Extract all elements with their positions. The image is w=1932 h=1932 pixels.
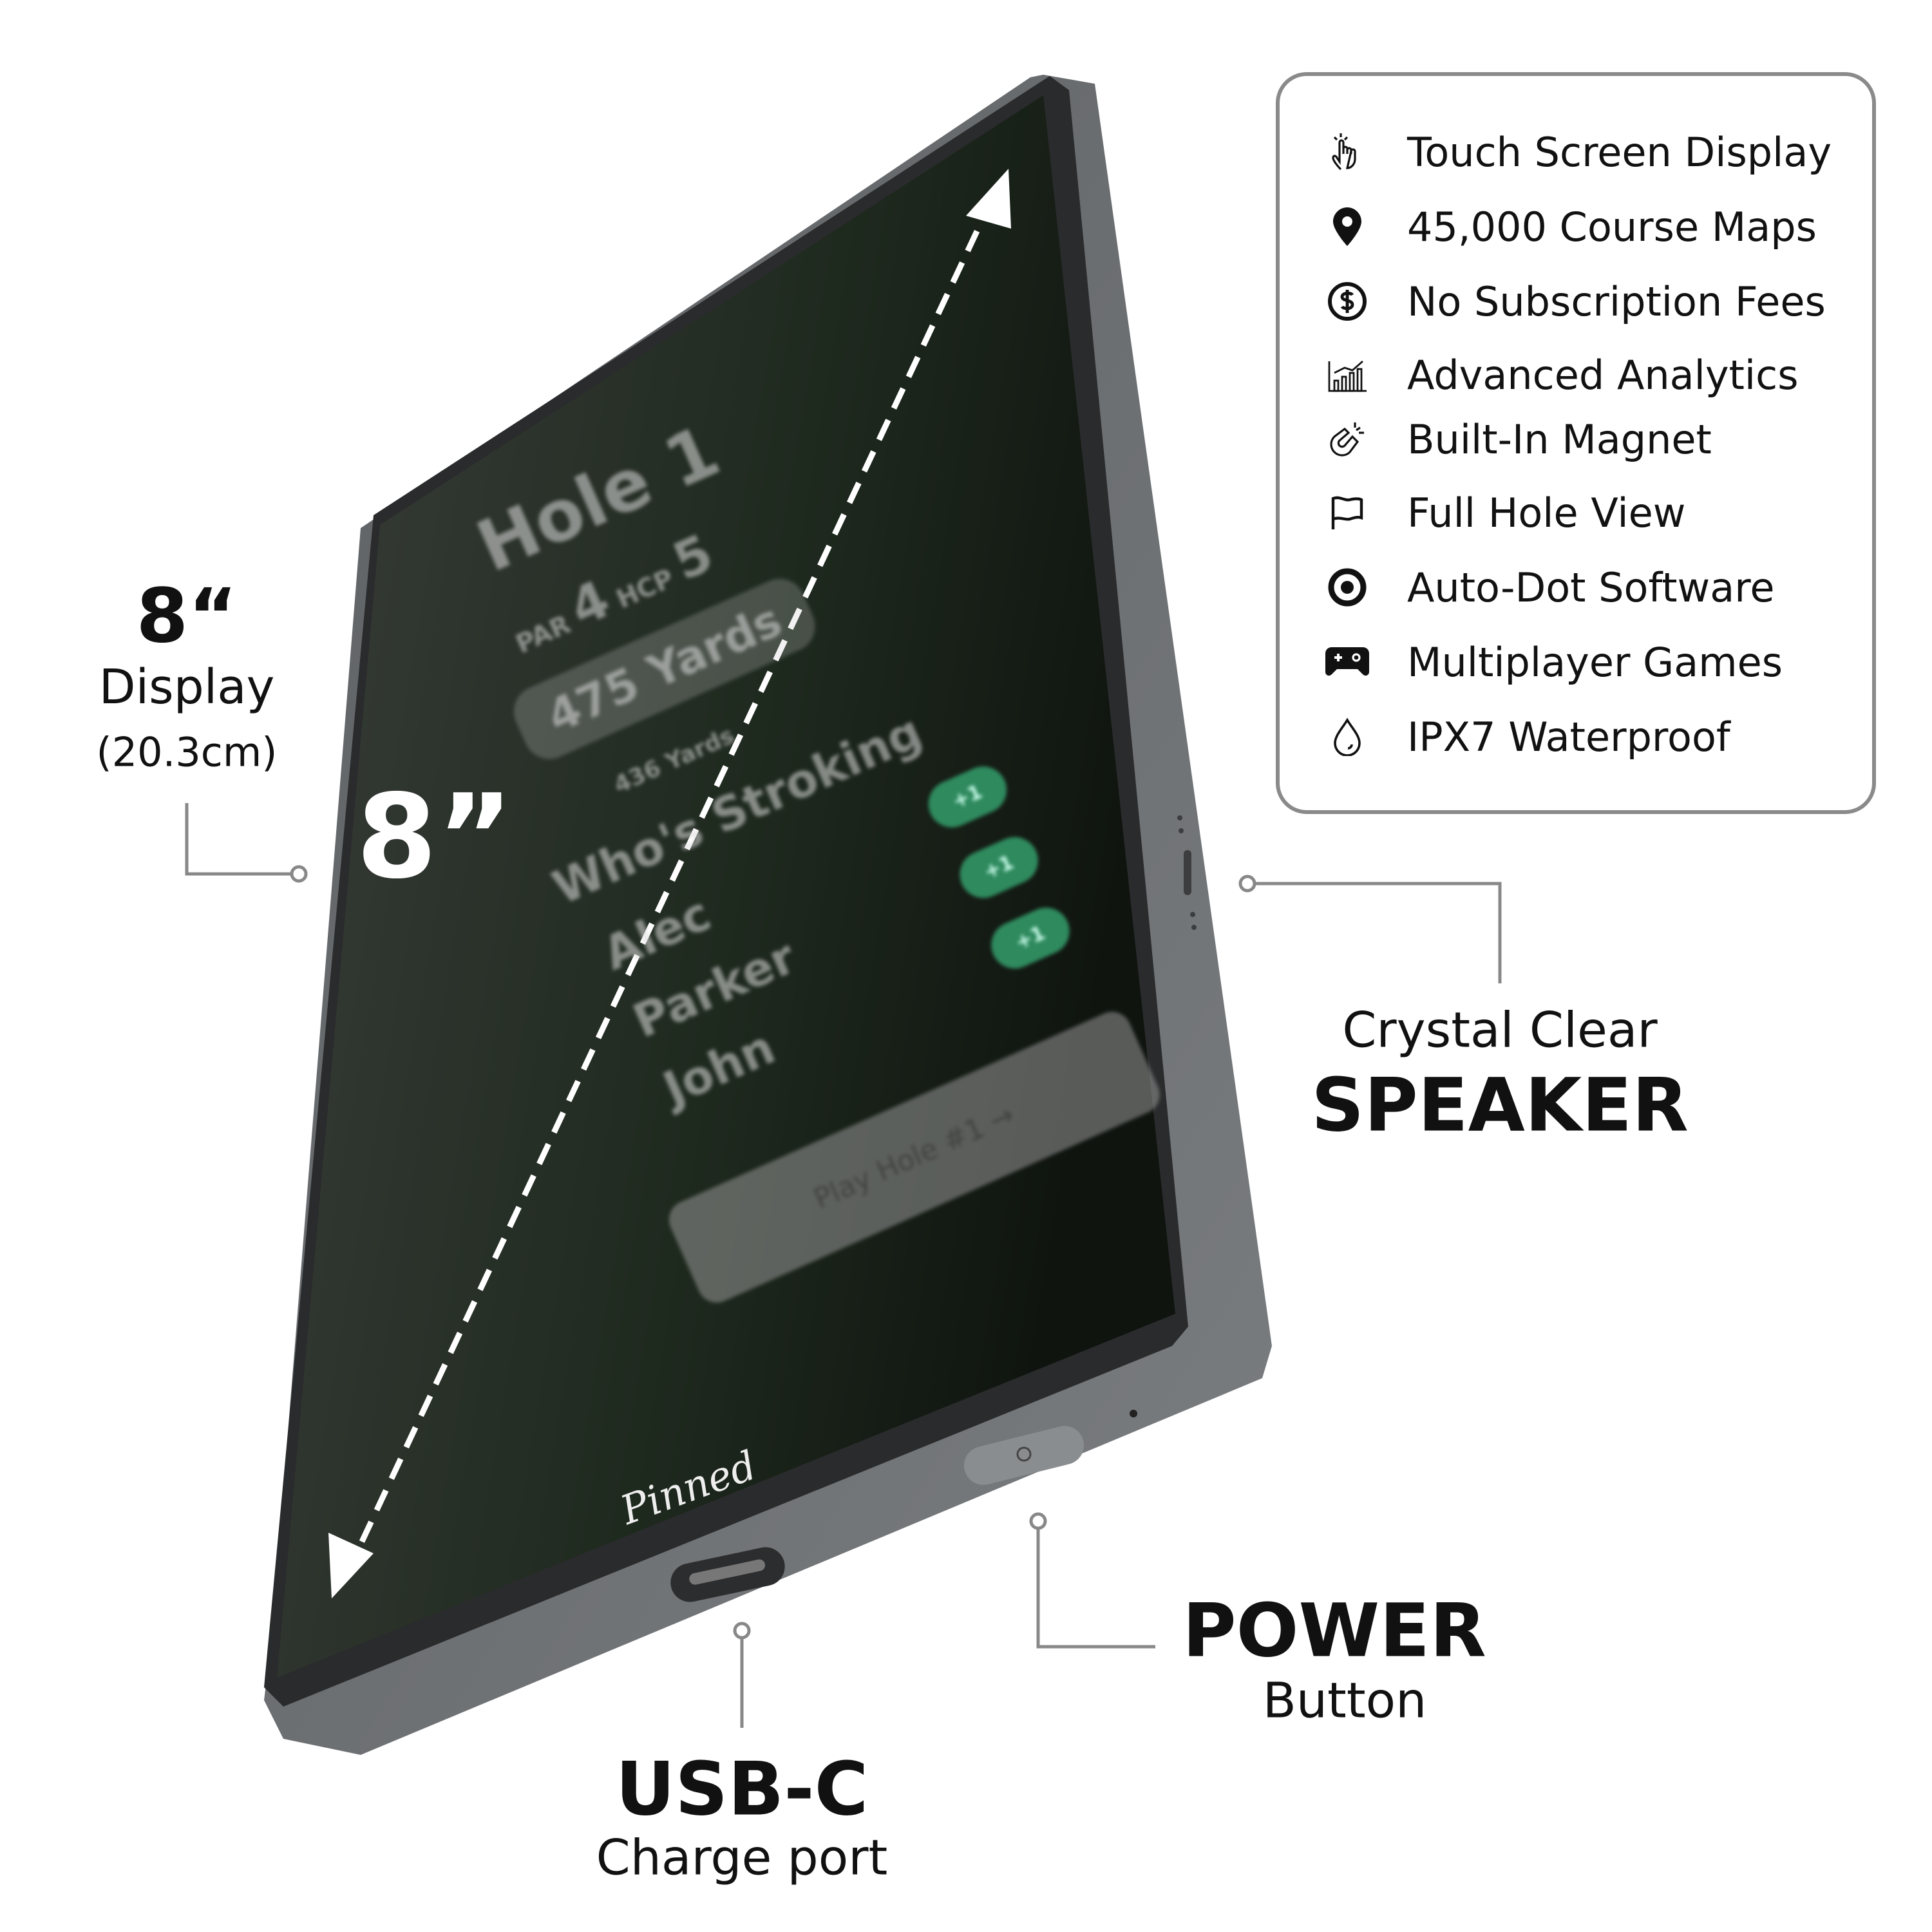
target-dot-icon: [1318, 567, 1376, 608]
arrow-head-top: [966, 169, 1011, 229]
speaker-label-line2: SPEAKER: [1311, 1062, 1689, 1148]
speaker-grille: [1184, 850, 1191, 895]
touch-hand-icon: [1318, 131, 1376, 173]
dollar-circle-icon: [1318, 281, 1376, 322]
device-screen: [277, 95, 1175, 1678]
feature-label: Built-In Magnet: [1407, 415, 1712, 463]
feature-item: No Subscription Fees: [1280, 269, 1826, 334]
map-pin-icon: [1318, 207, 1376, 246]
feature-item: IPX7 Waterproof: [1280, 705, 1730, 769]
feature-item: Advanced Analytics: [1280, 343, 1799, 407]
feature-label: IPX7 Waterproof: [1407, 713, 1730, 761]
feature-label: Advanced Analytics: [1407, 351, 1799, 399]
display-metric: (20.3cm): [96, 728, 278, 776]
feature-label: Touch Screen Display: [1407, 128, 1832, 176]
feature-item: Auto-Dot Software: [1280, 555, 1774, 620]
usb-c-port: [670, 1547, 785, 1602]
feature-label: Auto-Dot Software: [1407, 564, 1775, 611]
feature-list-box: Touch Screen Display 45,000 Course Maps …: [1276, 72, 1876, 814]
power-button[interactable]: [960, 1422, 1088, 1489]
feature-label: 45,000 Course Maps: [1407, 203, 1817, 251]
usb-label-line2: Charge port: [596, 1828, 888, 1886]
water-drop-icon: [1318, 717, 1376, 756]
power-label-line2: Button: [1262, 1671, 1427, 1729]
usb-label-line1: USB-C: [615, 1746, 869, 1832]
feature-item: Full Hole View: [1280, 480, 1686, 545]
feature-item: Multiplayer Games: [1280, 630, 1783, 694]
arrow-head-bottom: [328, 1533, 374, 1598]
gamepad-icon: [1318, 647, 1376, 677]
display-title: Display: [99, 659, 275, 715]
feature-label: No Subscription Fees: [1407, 278, 1826, 325]
bar-chart-icon: [1318, 357, 1376, 392]
feature-item: 45,000 Course Maps: [1280, 194, 1817, 259]
microphone-hole: [1130, 1410, 1137, 1417]
leader-lines: [185, 803, 1502, 1728]
flag-icon: [1318, 493, 1376, 532]
display-size: 8“: [136, 573, 238, 660]
diagonal-measure-line: [348, 198, 995, 1566]
feature-label: Multiplayer Games: [1407, 638, 1783, 686]
speaker-label-line1: Crystal Clear: [1342, 1001, 1658, 1059]
power-label-line1: POWER: [1182, 1587, 1486, 1674]
magnet-icon: [1318, 419, 1376, 460]
feature-item: Touch Screen Display: [1280, 120, 1832, 184]
feature-item: Built-In Magnet: [1280, 407, 1712, 471]
screen-size-overlay: 8”: [356, 770, 513, 905]
feature-label: Full Hole View: [1407, 489, 1686, 536]
